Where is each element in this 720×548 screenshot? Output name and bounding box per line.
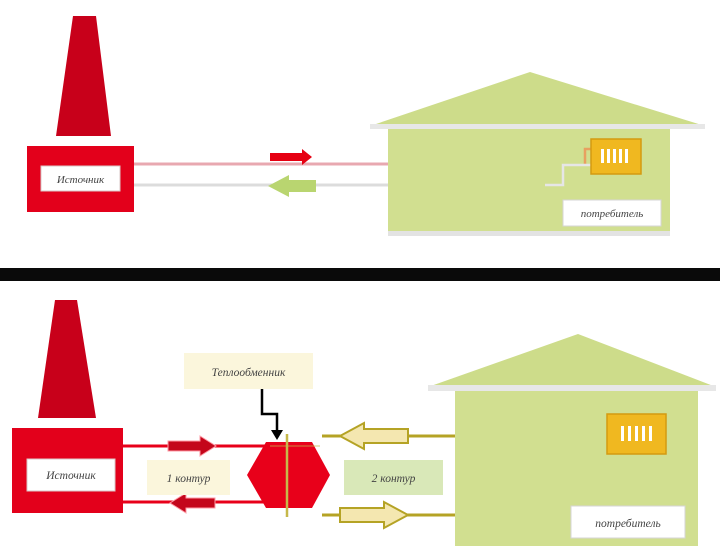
house-bottom: потребитель [428, 334, 716, 546]
heat-exchanger-label: Теплообменник [212, 367, 286, 379]
roof [370, 72, 705, 126]
chimney-icon [38, 300, 96, 418]
roof [428, 334, 716, 387]
house-top: потребитель [370, 72, 705, 236]
chimney-icon [56, 16, 111, 136]
radiator-icon [606, 413, 667, 455]
source-block-top: Источник [27, 146, 134, 212]
bottom-scheme: Источник 1 контур 2 контур Теплообменник [12, 300, 716, 546]
circuit1-label: 1 контур [167, 473, 211, 485]
primary-return-arrow-icon [169, 492, 216, 514]
pointer-arrowhead [271, 430, 283, 440]
primary-supply-arrow-icon [167, 435, 217, 457]
supply-arrow-icon [270, 149, 312, 165]
consumer-label: потребитель [581, 208, 644, 220]
circuit2-label: 2 контур [372, 473, 416, 485]
source-label: Источник [56, 174, 105, 186]
top-scheme: Источник [27, 16, 705, 236]
source-label: Источник [45, 470, 96, 482]
source-block-bottom: Источник [12, 428, 123, 513]
secondary-supply-arrow-icon [339, 500, 411, 530]
return-arrow-icon [268, 175, 316, 197]
scheme-divider [0, 268, 720, 281]
consumer-label: потребитель [595, 518, 660, 530]
pointer-line [260, 389, 279, 430]
radiator-icon [590, 138, 642, 175]
secondary-return-arrow-icon [337, 421, 409, 451]
heat-exchanger [247, 434, 330, 517]
